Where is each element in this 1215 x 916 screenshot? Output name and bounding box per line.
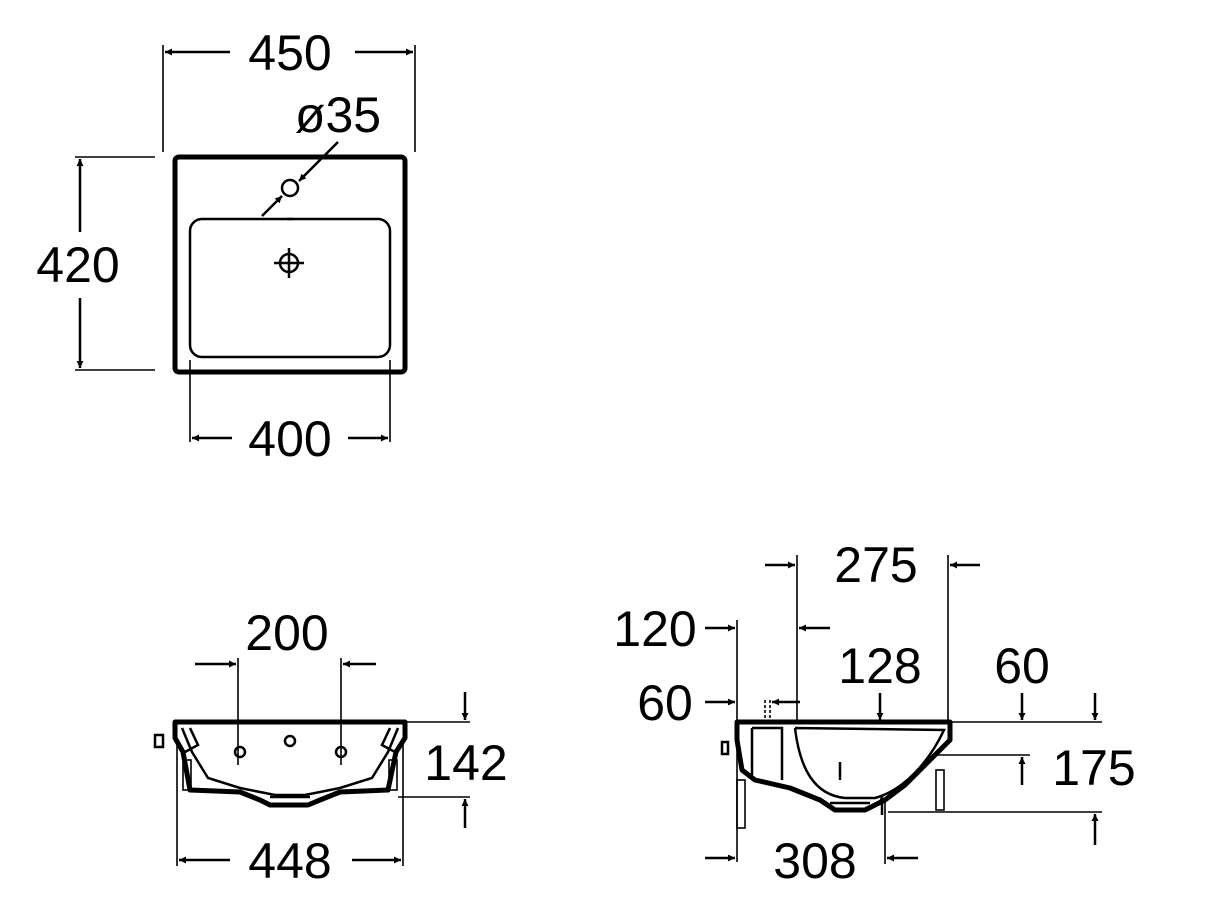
dim-128: 128 — [838, 638, 921, 694]
front-view: 200 142 448 — [153, 605, 508, 889]
dim-175: 175 — [1052, 740, 1135, 796]
dim-200: 200 — [245, 605, 328, 661]
dim-448: 448 — [248, 833, 331, 889]
dim-450: 450 — [248, 25, 331, 81]
bowl-outline — [188, 217, 392, 359]
drain-icon — [274, 248, 304, 278]
dim-420: 420 — [36, 237, 119, 293]
dim-60-right: 60 — [994, 638, 1050, 694]
tap-hole — [280, 178, 300, 198]
dim-142: 142 — [424, 735, 507, 791]
basin-outline — [172, 154, 408, 375]
dim-400: 400 — [248, 411, 331, 467]
side-view: 275 120 60 128 60 175 308 — [613, 537, 1135, 889]
dim-60-left: 60 — [637, 675, 693, 731]
side-basin-outline — [734, 719, 953, 813]
dim-308: 308 — [773, 833, 856, 889]
dim-275: 275 — [834, 537, 917, 593]
dim-hole-diameter: ø35 — [295, 87, 381, 143]
front-basin-outline — [172, 719, 408, 808]
dim-120: 120 — [613, 601, 696, 657]
top-view: 450 ø35 420 400 — [36, 25, 416, 467]
